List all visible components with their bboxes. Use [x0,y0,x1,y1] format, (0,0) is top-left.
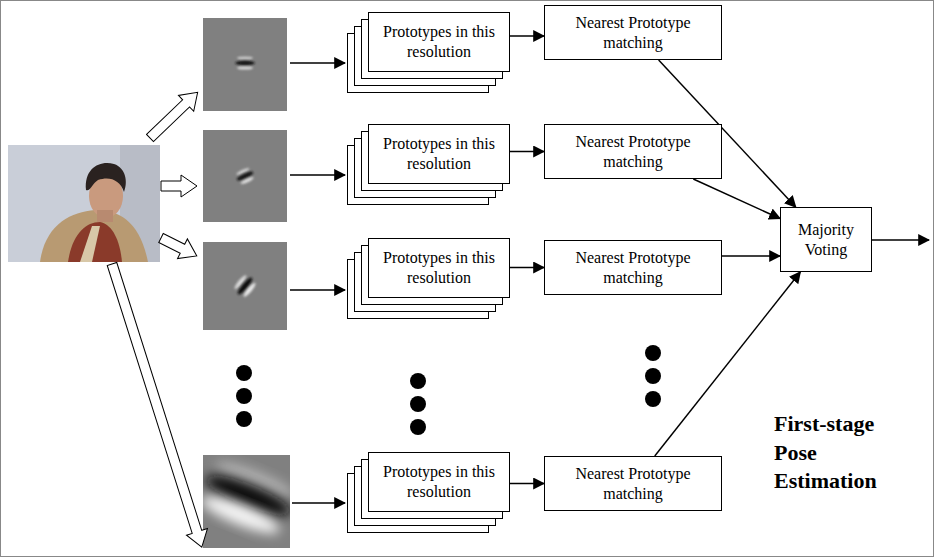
gabor-filter [203,18,287,111]
box-text: Prototypes in this resolution [375,134,503,174]
prototype-box: Prototypes in this resolution [368,12,510,72]
gabor-filter [203,242,287,330]
prototype-box: Prototypes in this resolution [368,238,510,298]
box-text: Prototypes in this resolution [375,462,503,502]
label-text: First-stage Pose Estimation [774,411,877,493]
flow-arrow [693,179,780,219]
prototype-box: Prototypes in this resolution [368,124,510,184]
box-text: Prototypes in this resolution [375,248,503,288]
input-photo [8,145,160,262]
feed-arrow [290,63,929,503]
matching-box: Nearest Prototype matching [544,124,722,179]
gabor-filter [203,130,287,222]
matching-box: Nearest Prototype matching [544,5,722,60]
prototype-box: Prototypes in this resolution [368,452,510,512]
hollow-arrow [102,84,213,550]
box-text: Nearest Prototype matching [551,464,715,504]
ellipsis-dots [236,345,661,435]
flow-arrow [510,267,544,269]
gabor-filter [194,454,301,548]
box-text: Nearest Prototype matching [551,132,715,172]
matching-box: Nearest Prototype matching [544,240,722,295]
flow-arrow [722,255,780,257]
matching-box: Nearest Prototype matching [544,456,722,511]
box-text: Majority Voting [787,220,865,260]
stage-label: First-stage Pose Estimation [774,410,909,496]
flow-arrow [510,35,544,37]
voting-box: Majority Voting [780,207,872,272]
box-text: Nearest Prototype matching [551,13,715,53]
box-text: Prototypes in this resolution [375,22,503,62]
flow-arrow [510,151,544,153]
box-text: Nearest Prototype matching [551,248,715,288]
flow-arrow [510,483,544,485]
